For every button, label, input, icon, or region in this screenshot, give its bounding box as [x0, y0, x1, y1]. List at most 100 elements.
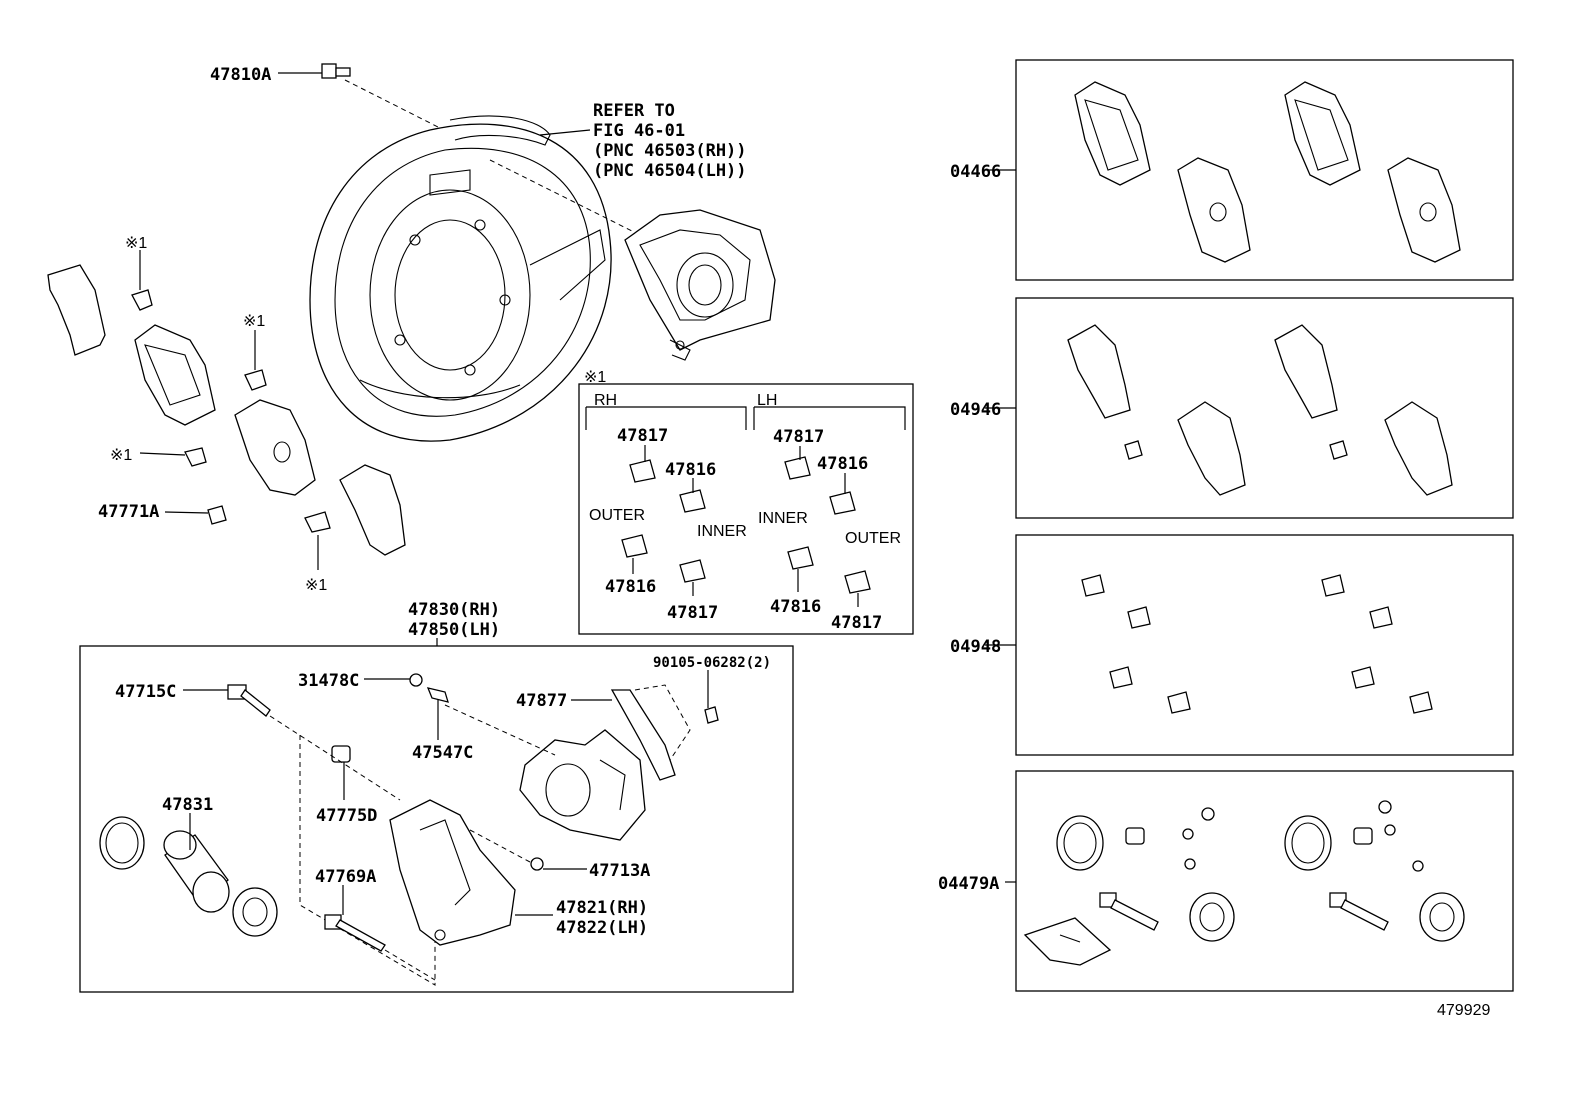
label-47769A: 47769A: [315, 867, 376, 887]
bolt-47810A: [321, 63, 351, 79]
inset-rh-inner: INNER: [697, 523, 747, 540]
kit-04479A-bushing-2: [1353, 827, 1373, 845]
seal-47831-ring: [99, 816, 145, 870]
kit-04946-clip-1: [1124, 440, 1143, 460]
cap-31478C: [409, 673, 423, 687]
refer-note-line2: FIG 46-01: [593, 121, 685, 141]
clip-inset-box: [578, 383, 914, 635]
kit-04479A-seal-ring-1: [1056, 815, 1104, 871]
inset-rh-47816-bot: 47816: [605, 577, 656, 597]
inset-rh-outer: OUTER: [589, 507, 645, 524]
dust-shield: [309, 115, 612, 442]
inset-clip-lh-1: [784, 456, 811, 480]
boot-47831: [232, 887, 278, 937]
label-47821: 47821(RH): [556, 898, 648, 918]
refer-note-line3: (PNC 46503(RH)): [593, 141, 747, 161]
kit-04479A-pin-1: [1099, 892, 1159, 931]
kit-04946-shim-1: [1067, 324, 1131, 419]
kit-04466-pad-3: [1284, 81, 1361, 186]
kit-04946-shim-2: [1177, 401, 1246, 496]
brake-pad-left-outer: [134, 324, 216, 426]
label-47771A: 47771A: [98, 502, 159, 522]
pad-shim-left-outer: [47, 264, 106, 356]
inset-clip-rh-4: [679, 559, 706, 583]
kit-04479A-grease-packet: [1023, 917, 1112, 966]
inset-rh-label: RH: [594, 392, 617, 409]
kit-box-04948: [1015, 534, 1514, 756]
inset-lh-47816-top: 47816: [817, 454, 868, 474]
kit-04466-pad-4: [1387, 157, 1461, 263]
kit-04948-clip-5: [1321, 574, 1345, 597]
kit-04479A-boot-2: [1419, 892, 1465, 942]
inset-rh-47817-bot: 47817: [667, 603, 718, 623]
inset-lh-47816-bot: 47816: [770, 597, 821, 617]
label-47713A: 47713A: [589, 861, 650, 881]
label-47547C: 47547C: [412, 743, 473, 763]
inset-lh-47817-bot: 47817: [831, 613, 882, 633]
caliper-body: [519, 729, 646, 841]
inset-marker: ※1: [584, 369, 606, 386]
bolt-90105: [704, 706, 719, 724]
guide-pin-47769A: [324, 914, 386, 952]
kit-04479A-boot-1: [1189, 892, 1235, 942]
kit-04466-pad-2: [1177, 157, 1251, 263]
inset-lh-inner: INNER: [758, 510, 808, 527]
kit-04479A-bleeder-1: [1182, 828, 1194, 840]
label-47830: 47830(RH): [408, 600, 500, 620]
piston-47831: [163, 830, 230, 913]
kit-04479A-cap-4: [1412, 860, 1424, 872]
kit-04479A-cap-2: [1184, 858, 1196, 870]
kit-04948-clip-4: [1167, 691, 1191, 714]
kit-04948-clip-7: [1351, 666, 1375, 689]
kit-04948-clip-3: [1109, 666, 1133, 689]
label-90105: 90105-06282(2): [653, 655, 771, 671]
label-kit-04466: 04466: [950, 162, 1001, 182]
kit-04479A-pin-2: [1329, 892, 1389, 931]
anti-rattle-clip-b: [244, 369, 267, 391]
label-31478C: 31478C: [298, 671, 359, 691]
refer-note-line4: (PNC 46504(LH)): [593, 161, 747, 181]
brake-pad-left-inner: [234, 399, 316, 496]
refer-note-line1: REFER TO: [593, 101, 675, 121]
kit-04948-clip-6: [1369, 606, 1393, 629]
inset-lh-outer: OUTER: [845, 530, 901, 547]
diagram-id: 479929: [1437, 1002, 1490, 1019]
label-47850: 47850(LH): [408, 620, 500, 640]
anti-rattle-clip-a: [131, 289, 153, 311]
inset-clip-rh-1: [629, 459, 656, 483]
clip-47771A: [207, 505, 227, 525]
label-47775D: 47775D: [316, 806, 377, 826]
kit-04466-pad-1: [1074, 81, 1151, 186]
bleeder-47547C: [426, 687, 449, 703]
bushing-47775D: [331, 745, 351, 763]
kit-04946-shim-4: [1384, 401, 1453, 496]
inset-lh-47817-top: 47817: [773, 427, 824, 447]
guide-pin-47715C: [227, 684, 271, 717]
label-47831: 47831: [162, 795, 213, 815]
inset-clip-lh-4: [844, 570, 871, 594]
kit-04479A-bleeder-2: [1384, 824, 1396, 836]
inset-rh-47817-top: 47817: [617, 426, 668, 446]
kit-04479A-seal-ring-2: [1284, 815, 1332, 871]
kit-04946-shim-3: [1274, 324, 1338, 419]
kit-04948-clip-2: [1127, 606, 1151, 629]
kit-04948-clip-1: [1081, 574, 1105, 597]
label-47877: 47877: [516, 691, 567, 711]
kit-04479A-cap-1: [1201, 807, 1215, 821]
inset-clip-rh-2: [679, 489, 706, 513]
inset-clip-lh-3: [787, 546, 814, 570]
kit-box-04479A: [1015, 770, 1514, 992]
pad-support-47877: [610, 689, 676, 781]
kit-04479A-bushing-1: [1125, 827, 1145, 845]
kit-marker-3: ※1: [110, 447, 132, 464]
label-47822: 47822(LH): [556, 918, 648, 938]
kit-marker-1: ※1: [125, 235, 147, 252]
inset-lh-label: LH: [757, 392, 777, 409]
caliper-assembly-upper: [624, 209, 776, 361]
kit-04946-clip-2: [1329, 440, 1348, 460]
label-kit-04948: 04948: [950, 637, 1001, 657]
caliper-mount-47821: [389, 799, 516, 946]
kit-marker-4: ※1: [305, 577, 327, 594]
